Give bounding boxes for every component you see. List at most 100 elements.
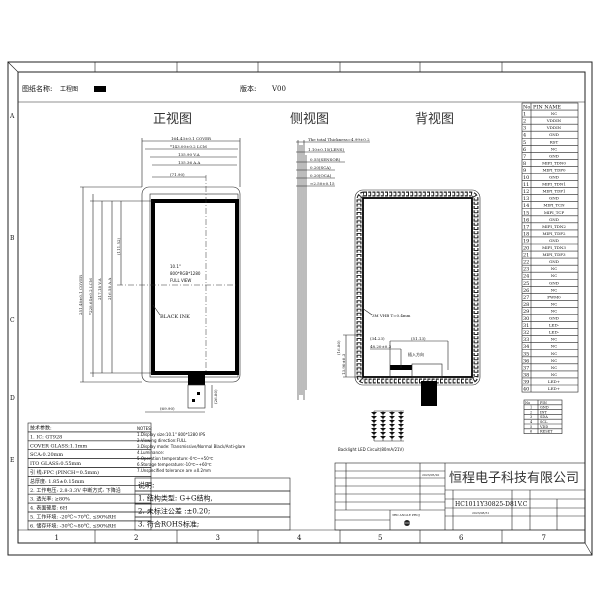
notes: NOTES:1.Display size:10.1" 800*1280 IPS2…	[137, 426, 246, 473]
pin-header-no: No	[523, 105, 530, 111]
pin-number: 18	[523, 231, 529, 237]
pin-name: GND	[549, 280, 559, 285]
touch-pin-number: 1	[530, 406, 532, 410]
pin-name: LED+	[548, 379, 560, 384]
pin-name: GND	[549, 259, 559, 264]
pin-number: 38	[523, 372, 529, 378]
pin-number: 13	[523, 196, 529, 202]
led-diode-icon	[389, 416, 395, 419]
projection-label: 3RD ANGLE PROJ	[392, 513, 421, 517]
remark-line: 3. 符合ROHS标准;	[138, 520, 199, 529]
pin-number: 17	[523, 224, 529, 230]
pin-name: MIPI_TDN2	[542, 224, 566, 229]
led-diode-icon	[371, 424, 377, 427]
dim-va-height: 217.18 V.A	[97, 278, 102, 300]
back-view: 3M VHB T=0.4mm (34.23) (51.13) 48.20±0.3…	[336, 189, 481, 452]
column-number: 7	[542, 534, 546, 542]
led-diode-icon	[371, 436, 377, 439]
remark-line: 说明:	[138, 481, 154, 490]
pin-name: GND	[549, 316, 559, 321]
pin-number: 31	[523, 323, 529, 329]
dim-fpc-offset: (69.90)	[160, 406, 175, 411]
pin-name: GND	[549, 132, 559, 137]
pin-number: 27	[523, 295, 529, 301]
pin-number: 3	[523, 126, 526, 132]
note-line: 2.Viewing direction:FULL	[137, 438, 187, 443]
backlight-led-circuit	[371, 410, 404, 442]
touch-pin-number: 2	[530, 410, 532, 414]
dim-fpc-length: (26.80)	[213, 389, 218, 404]
pin-number: 21	[523, 253, 529, 259]
note-line: 4.Luminance:	[137, 450, 164, 455]
led-diode-icon	[398, 432, 404, 435]
dim-back-1: (34.23)	[370, 336, 385, 341]
dim-back-2: (51.13)	[411, 336, 426, 341]
led-diode-icon	[380, 432, 386, 435]
dim-aa-height: 216.58 A.A	[107, 278, 112, 300]
row-letter: D	[10, 395, 15, 402]
dim-cover-width: 164.43±0.1 COVER	[171, 136, 212, 141]
pin-number: 29	[523, 309, 529, 315]
pin-number: 23	[523, 267, 529, 273]
touch-pin-name: SCL	[540, 420, 548, 424]
pin-number: 19	[523, 238, 529, 244]
total-thickness: The total Thickness=4.99±0.2	[308, 137, 370, 142]
tech-param: 2. 工作电压: 2.8-3.3V 中断方式: 下降沿	[30, 487, 121, 494]
pin-number: 2	[523, 119, 526, 125]
row-letter: B	[10, 235, 15, 242]
pin-name: NC	[551, 146, 558, 151]
pin-name: MIPI_TDP3	[542, 252, 566, 257]
touch-pin-number: 6	[530, 430, 532, 434]
pin-number: 10	[523, 175, 529, 181]
led-diode-icon	[398, 424, 404, 427]
pin-number: 37	[523, 365, 529, 371]
column-number: 4	[297, 534, 302, 542]
row-letter: A	[9, 113, 15, 120]
tech-param: 总厚度: 1.85±0.15mm	[30, 478, 84, 485]
note-line: NOTES:	[137, 426, 152, 431]
pin-number: 28	[523, 302, 529, 308]
tech-param: 引 线:FPC (PINCH=0.5mm)	[30, 469, 99, 476]
pin-table-border	[521, 102, 579, 393]
pin-name: NC	[551, 287, 558, 292]
lcm-thickness: ≈2.50±0.15	[310, 181, 335, 186]
pin-name: NC	[551, 266, 558, 271]
touch-pin-name: INT	[540, 410, 547, 414]
pin-number: 39	[523, 379, 529, 385]
remark-row	[134, 516, 291, 531]
pin-number: 1	[523, 112, 526, 118]
pin-name: MIPI_TDN1	[542, 182, 566, 187]
dim-lcm-height: *228.64±0.2 LCM	[88, 278, 93, 315]
pin-number: 6	[523, 147, 526, 153]
led-diode-icon	[398, 436, 404, 439]
dim-back-5: (16.80)	[336, 340, 341, 355]
sensor-thickness: 0.55(SENSOR)	[310, 157, 341, 162]
column-number: 2	[134, 534, 138, 542]
led-diode-icon	[371, 432, 377, 435]
tape-label: 3M VHB T=0.4mm	[372, 313, 411, 318]
dim-cover-height: 251.48±0.1 COVER	[78, 274, 83, 315]
pin-number: 15	[523, 210, 529, 216]
led-diode-icon	[380, 420, 386, 423]
led-diode-icon	[371, 412, 377, 415]
led-diode-icon	[389, 420, 395, 423]
pin-name: NC	[551, 301, 558, 306]
led-diode-icon	[398, 416, 404, 419]
pin-number: 9	[523, 168, 526, 174]
pin-number: 20	[523, 246, 529, 252]
touch-pin-name: GND	[540, 406, 549, 410]
dim-aa-width: 135.36 A.A	[178, 160, 200, 165]
pin-number: 11	[523, 182, 529, 188]
pin-name: MIPI_TDP1	[542, 189, 565, 194]
pin-name: NC	[551, 111, 558, 116]
oca-thickness: 0.20(OCA)	[310, 173, 332, 178]
led-diode-icon	[389, 432, 395, 435]
dim-back-4: 13.90±0.3	[341, 353, 346, 375]
pin-number: 24	[523, 274, 529, 280]
pin-number: 25	[523, 281, 529, 287]
date-1: 2023/05/20	[422, 473, 439, 477]
tech-param: COVER GLASS:1.1mm	[30, 443, 88, 449]
